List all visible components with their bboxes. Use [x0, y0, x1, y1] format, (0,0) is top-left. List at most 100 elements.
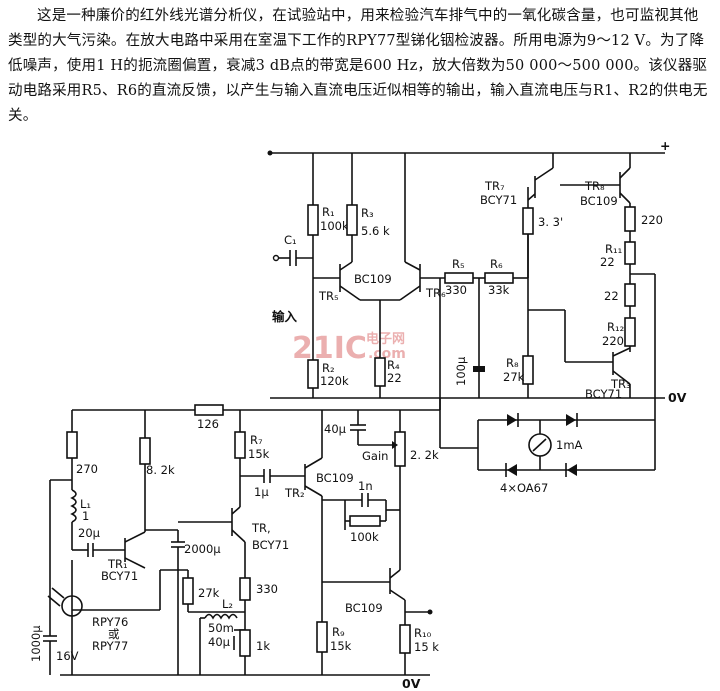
r-8-2k-resistor	[139, 437, 151, 465]
r-100k-resistor	[349, 515, 381, 527]
upper-circuit: + 0V R₁ 100k R₂ 120k C₁ 输入 R₃ 5.6 k T	[267, 138, 687, 495]
c-20u-label: 20μ	[78, 526, 101, 540]
r9-resistor	[316, 621, 328, 653]
c-1000u-label: 1000μ	[29, 625, 43, 662]
tr2-collector	[304, 457, 323, 469]
r-2-2k-value: 2. 2k	[410, 448, 439, 462]
r11-value: 22	[600, 255, 615, 269]
tr-b-collector	[389, 569, 401, 579]
tr3-collector	[612, 347, 631, 357]
r-3-3-resistor	[522, 207, 534, 235]
detector-or: 或	[108, 627, 120, 641]
tr5-collector	[339, 261, 353, 271]
r-8-2k-value: 8. 2k	[146, 463, 175, 477]
r12-resistor	[624, 317, 636, 347]
zero-volt-label-right: 0V	[668, 390, 687, 405]
r-270-resistor	[66, 431, 78, 459]
r-330-resistor	[239, 577, 251, 601]
l1-value: 1	[82, 509, 89, 523]
r1-value: 100k	[320, 219, 349, 233]
r8-resistor	[522, 355, 534, 385]
r-1k-value: 1k	[256, 639, 270, 653]
r-27k-resistor	[182, 577, 194, 605]
l2-label: L₂	[222, 597, 233, 611]
r7-label: R₇	[250, 433, 263, 447]
r3-resistor	[346, 204, 358, 236]
tr-bc109-b: BC109	[345, 601, 383, 615]
r6-value: 33k	[488, 283, 510, 297]
r9-label: R₉	[332, 625, 345, 639]
r2-label: R₂	[322, 361, 335, 375]
diode-2	[566, 414, 576, 426]
c1-label: C₁	[284, 233, 297, 247]
r-22-value: 22	[604, 289, 619, 303]
r-220-resistor	[624, 206, 636, 232]
tr7-emitter	[527, 193, 536, 201]
diodes-label: 4×OA67	[500, 481, 548, 495]
rail-terminal	[267, 150, 273, 156]
r3-label: R₃	[361, 206, 374, 220]
r-100k-value: 100k	[350, 530, 379, 544]
tr3-emitter	[612, 370, 631, 385]
tr-lower-type: BCY71	[252, 538, 289, 552]
r7-value: 15k	[248, 447, 270, 461]
r-27k-value: 27k	[198, 586, 220, 600]
tr1-label: TR₁	[107, 557, 128, 571]
c-1n-label: 1n	[358, 479, 373, 493]
tr3-label: TR₃	[610, 377, 631, 391]
r8-label: R₈	[506, 356, 519, 370]
cap-100u-body	[473, 366, 485, 372]
r5-resistor	[444, 272, 474, 284]
r-270-value: 270	[76, 462, 98, 476]
tr8-emitter	[619, 192, 631, 204]
tr5-emitter	[339, 285, 361, 301]
tr3-type: BCY71	[585, 387, 622, 401]
cap-100u-label: 100μ	[454, 356, 468, 386]
detector-a: RPY76	[92, 615, 128, 629]
meter-label: 1mA	[556, 438, 583, 452]
tr6-emitter	[399, 285, 421, 301]
tr7-label: TR₇	[484, 179, 505, 193]
lower-output-terminal	[427, 609, 433, 615]
c-40u-low-label: 40μ	[208, 635, 231, 649]
r12-label: R₁₂	[607, 320, 624, 334]
input-label: 输入	[272, 309, 298, 324]
r-22-resistor	[624, 283, 636, 307]
tr8-label: TR₈	[584, 179, 605, 193]
tr-bc109-a: BC109	[316, 471, 354, 485]
tr8-collector	[619, 167, 631, 179]
tr7-collector	[534, 167, 554, 181]
r8-value: 27k	[503, 370, 525, 384]
l1-label: L₁	[80, 497, 91, 511]
gain-pot-arrow	[392, 441, 398, 449]
gain-potentiometer[interactable]	[394, 431, 406, 467]
c-50m-label: 50m	[208, 621, 234, 635]
r3-value: 5.6 k	[361, 224, 390, 238]
lower-circuit: 126 0V 270 L₁ 1 20μ TR₁ BCY71 8. 2k	[29, 398, 441, 691]
r-330-value: 330	[256, 582, 278, 596]
r11-label: R₁₁	[605, 242, 622, 256]
r2-value: 120k	[320, 374, 349, 388]
r10-label: R₁₀	[414, 626, 432, 640]
r-126-value: 126	[197, 417, 219, 431]
positive-rail-label: +	[660, 138, 670, 153]
tr-lower-emitter	[231, 529, 246, 543]
r-3-3-value: 3. 3'	[538, 215, 563, 229]
detector-b: RPY77	[92, 639, 128, 653]
tr6-collector	[404, 261, 421, 271]
tr-b-emitter	[389, 589, 406, 601]
r11-resistor	[624, 241, 636, 265]
c-40u-label: 40μ	[324, 422, 347, 436]
ammeter-needle	[532, 438, 547, 452]
r10-value: 15 k	[414, 640, 439, 654]
l1-inductor	[70, 489, 77, 523]
tr-lower-label: TR,	[251, 521, 271, 535]
watermark-cn: 电子网	[366, 331, 405, 347]
tr6-label: TR₆	[425, 286, 446, 300]
light-ray-1	[51, 587, 65, 599]
tr-lower-collector	[231, 506, 241, 515]
r1-label: R₁	[322, 205, 335, 219]
c-1u-label: 1μ	[254, 485, 269, 499]
r5-value: 330	[445, 283, 467, 297]
